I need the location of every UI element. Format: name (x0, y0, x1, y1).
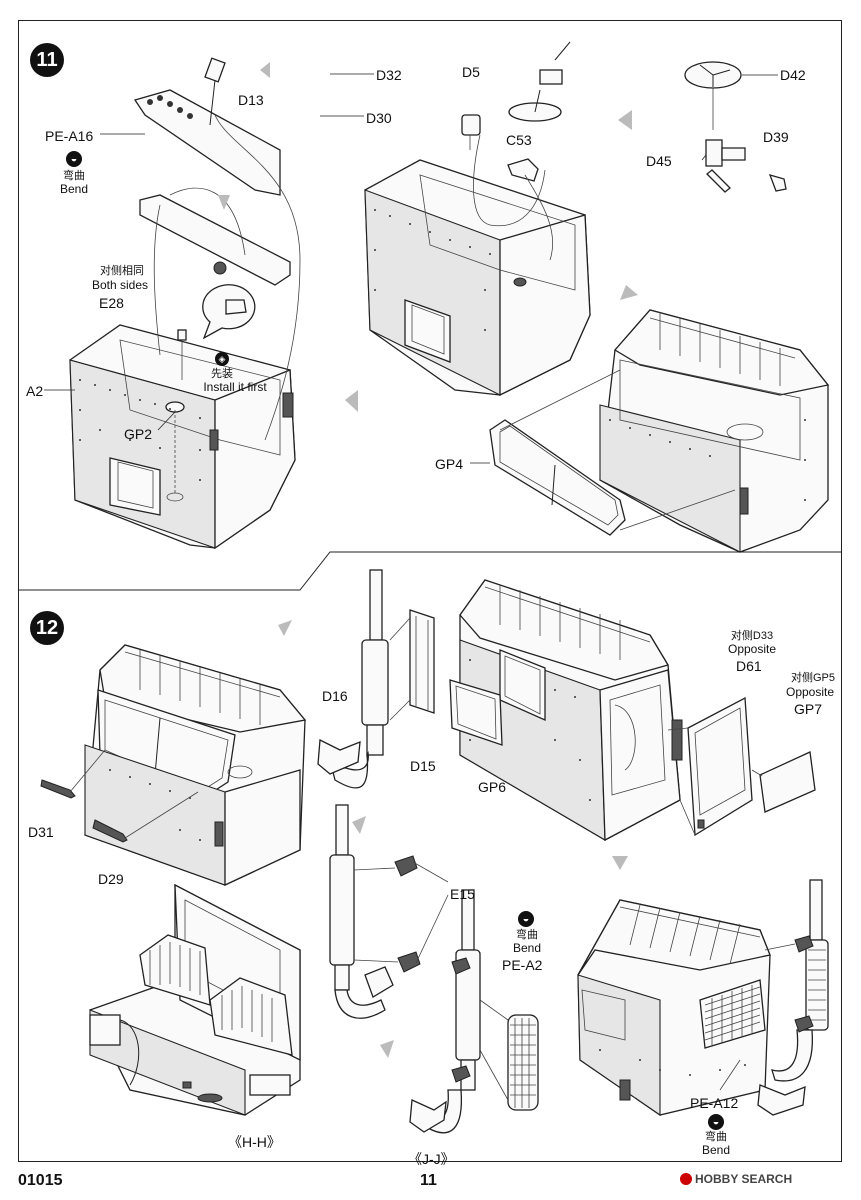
label-d29: D29 (98, 871, 124, 887)
bend-icon: ◒ (708, 1114, 724, 1130)
both-sides-cn: 对侧相同 (100, 265, 144, 277)
label-d32: D32 (376, 67, 402, 83)
label-e15: E15 (450, 886, 475, 902)
label-d42: D42 (780, 67, 806, 83)
label-d30: D30 (366, 110, 392, 126)
bend-cn-step12-a: 弯曲 (516, 929, 538, 941)
bend-en-step11: Bend (59, 182, 89, 196)
label-gp7: GP7 (794, 701, 823, 717)
bend-icon: ◒ (518, 911, 534, 927)
label-a2: A2 (26, 383, 44, 399)
install-first-icon: ◈ (215, 352, 229, 366)
watermark-logo-icon (680, 1173, 692, 1185)
install-first-cn: 先装 (211, 368, 233, 380)
bend-icon: ◒ (66, 151, 82, 167)
label-pe-a16: PE-A16 (45, 128, 94, 144)
view-label-hh: 《H-H》 (228, 1134, 281, 1150)
label-d39: D39 (763, 129, 789, 145)
label-gp4: GP4 (435, 456, 464, 472)
bend-cn-step11: 弯曲 (63, 170, 85, 182)
opposite-gp5-cn: 对侧GP5 (790, 672, 835, 684)
step-12-badge: 12 (30, 611, 64, 645)
label-d13: D13 (238, 92, 264, 108)
step-11-badge: 11 (30, 43, 64, 77)
opposite-d33-cn: 对侧D33 (730, 630, 774, 642)
label-gp2: GP2 (124, 426, 153, 442)
bend-en-step12-b: Bend (701, 1143, 731, 1157)
page-frame (18, 20, 842, 1162)
watermark: HOBBY SEARCH (680, 1172, 792, 1186)
label-e28: E28 (99, 295, 124, 311)
label-d45: D45 (646, 153, 672, 169)
cab-a2-drawing (69, 57, 301, 550)
view-label-jj: 《J-J》 (408, 1151, 455, 1167)
bend-cn-step12-b: 弯曲 (705, 1131, 727, 1143)
cab-finished-step12 (577, 879, 829, 1117)
label-pe-a12: PE-A12 (690, 1095, 739, 1111)
label-pe-a2: PE-A2 (502, 957, 543, 973)
label-c53: C53 (506, 132, 532, 148)
exhaust-pe-a2 (409, 889, 539, 1134)
page-number: 11 (420, 1172, 437, 1189)
cab-front-step12 (40, 620, 307, 887)
bend-en-step12-a: Bend (512, 941, 542, 955)
opposite-d33-en: Opposite (727, 642, 777, 656)
label-gp6: GP6 (478, 779, 507, 795)
opposite-gp5-en: Opposite (785, 685, 835, 699)
watermark-text: HOBBY SEARCH (695, 1172, 793, 1186)
exhaust-e15 (329, 804, 449, 1058)
exhaust-d16-d15 (317, 569, 435, 834)
step-divider (19, 551, 842, 591)
install-first-en: Install it first (203, 380, 267, 394)
label-d5: D5 (462, 64, 480, 80)
cab-steering-drawing (364, 41, 638, 397)
label-d31: D31 (28, 824, 54, 840)
cab-finished-step11 (345, 61, 830, 553)
cab-side-windows (449, 579, 816, 870)
label-d16: D16 (322, 688, 348, 704)
label-d15: D15 (410, 758, 436, 774)
interior-view-hh (89, 883, 301, 1116)
footer-code: 01015 (18, 1172, 63, 1189)
label-d61: D61 (736, 658, 762, 674)
both-sides-en: Both sides (91, 278, 149, 292)
